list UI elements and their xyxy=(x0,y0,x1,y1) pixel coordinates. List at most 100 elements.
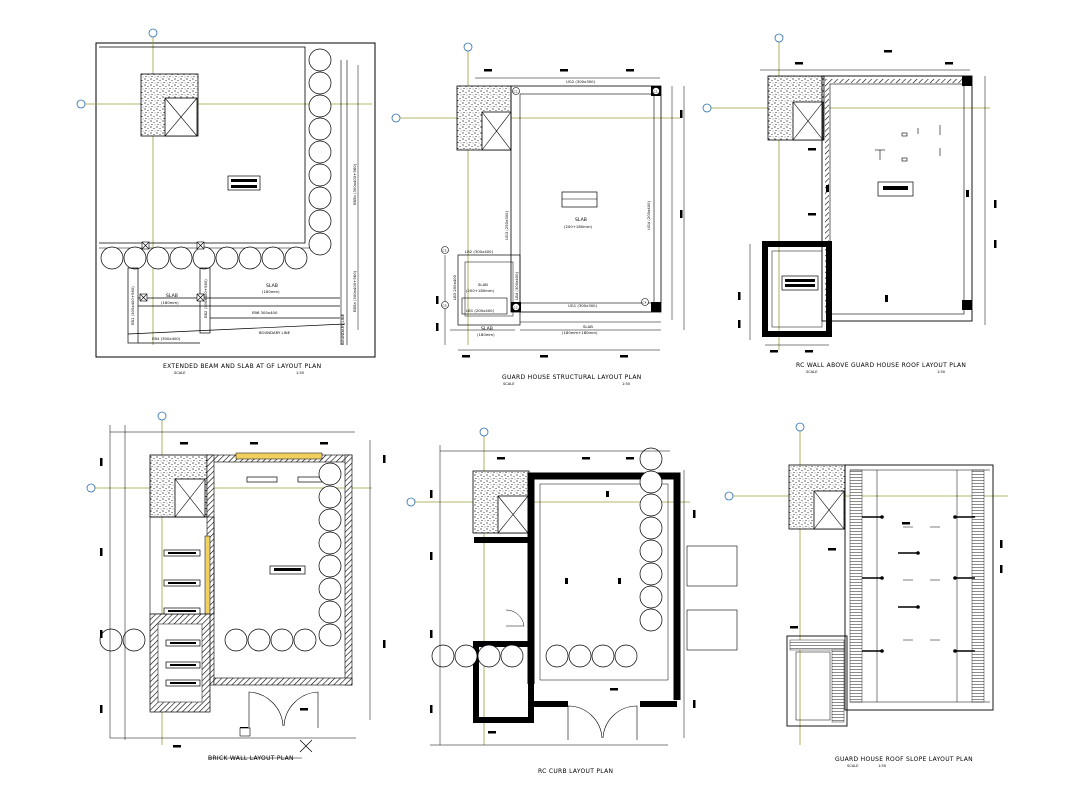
panel-extended-beam-slab: SLAB (180mm) SLAB (180mm) EB6 300x400 EB… xyxy=(76,28,376,375)
lower-frame xyxy=(457,254,521,326)
door-swing-small xyxy=(505,609,525,627)
panel-title: EXTENDED BEAM AND SLAB AT GF LAYOUT PLAN xyxy=(163,363,321,370)
grid-bubble xyxy=(463,42,473,52)
door-swing xyxy=(248,691,284,728)
label-ug4: UG4 (200x400) xyxy=(646,200,651,230)
column-circles-horizontal xyxy=(100,246,308,270)
rc-curb-outline xyxy=(527,472,681,700)
label-c1: C1 xyxy=(514,90,518,94)
label-ug3: UG3 (250x300) xyxy=(504,210,509,240)
beam-eb1 xyxy=(127,267,139,344)
label-ug1: UG1 (300x300) xyxy=(568,303,598,308)
rc-inner-outline xyxy=(539,483,669,681)
dim-ticks xyxy=(430,457,696,734)
label-lb3: LB3 200x400 xyxy=(452,274,457,300)
label-slab-bottom: SLAB xyxy=(481,326,493,332)
lower-beam xyxy=(461,297,508,315)
label-boundary-h: BOUNDARY LINE xyxy=(259,330,291,335)
roof-wall-outer xyxy=(821,75,973,322)
column-c xyxy=(651,302,661,312)
dim-ticks xyxy=(100,442,386,748)
panel-title: RC CURB LAYOUT PLAN xyxy=(538,768,613,775)
dim-ticks xyxy=(436,69,683,358)
lower-frame-inner xyxy=(464,261,514,317)
rc-wall-box-inner xyxy=(771,250,823,328)
opening-cross xyxy=(497,495,529,534)
grid-bubble xyxy=(795,422,805,432)
label-c4: C4 xyxy=(643,301,647,305)
panel-structural-layout: UG2 (300x300) SLAB (200+180mm) UG3 (250x… xyxy=(391,42,685,386)
panel-brick-wall: BRICK WALL LAYOUT PLAN xyxy=(86,411,386,762)
room-tag-fill xyxy=(274,568,301,571)
rc-wall-box xyxy=(762,241,832,337)
label-eb6: EB6 300x400 xyxy=(252,310,278,315)
panel-roof-slope: GUARD HOUSE ROOF SLOPE LAYOUT PLAN SCALE… xyxy=(724,422,1008,768)
scale-value: 1:50 xyxy=(937,370,946,374)
column-marker-circles xyxy=(441,87,660,311)
brick-wall-bottom xyxy=(213,677,353,686)
label-lb4: LB4 (300x400) xyxy=(514,271,519,300)
column-circles-horizontal xyxy=(99,628,317,652)
opening-cross xyxy=(174,478,206,518)
label-ug2: UG2 (300x300) xyxy=(566,79,596,84)
label-slab-top: SLAB xyxy=(266,283,278,289)
roof-lower-inner xyxy=(795,651,831,721)
slab-tag xyxy=(561,191,598,208)
grid-bubble xyxy=(479,427,489,437)
label-lb1: LB1 (200x400) xyxy=(466,308,495,313)
scale-label: SCALE xyxy=(503,382,515,386)
grid-bubble xyxy=(724,491,734,501)
opening-cross xyxy=(792,101,824,141)
step xyxy=(239,727,251,737)
roof-lower-hatch xyxy=(831,649,845,723)
roof-wall-inner xyxy=(829,83,965,315)
label-c5: C5 xyxy=(443,249,447,253)
door-swing xyxy=(567,705,603,740)
grid-bubble xyxy=(391,113,401,123)
panel-title: GUARD HOUSE ROOF SLOPE LAYOUT PLAN xyxy=(835,756,973,763)
column-circles-vertical xyxy=(639,447,663,632)
opening-cross xyxy=(813,490,845,530)
roof-lower-box xyxy=(786,635,848,727)
column-circles-vertical xyxy=(318,462,342,647)
cross-mark xyxy=(299,739,313,753)
grid-bubble xyxy=(86,483,96,493)
room-markings xyxy=(875,125,941,162)
roof-wall-hatch xyxy=(825,79,829,315)
label-slab-small: SLAB xyxy=(478,282,488,287)
scale-label: SCALE xyxy=(174,371,186,375)
label-slab-bottom2: SLAB xyxy=(583,324,593,329)
boundary-line xyxy=(127,323,346,335)
slab-tag-fill xyxy=(231,179,257,182)
grid-bubble xyxy=(774,33,784,43)
label-boundary-v: BOUNDARY LINE xyxy=(340,313,345,345)
drain-dots xyxy=(880,515,957,653)
column-c xyxy=(962,76,972,86)
roof-tag-fill xyxy=(883,186,908,190)
roof-outline xyxy=(844,464,994,711)
label-slab-bottom-dim: (180mm) xyxy=(477,332,495,337)
rc-tag-fill xyxy=(785,279,815,282)
column-c xyxy=(962,300,972,310)
grid-bubble xyxy=(157,411,167,421)
grid-bubble xyxy=(406,497,416,507)
slab-outline xyxy=(99,46,306,244)
label-c2: C2 xyxy=(654,90,658,94)
door-swing xyxy=(283,691,319,728)
brick-wall-right xyxy=(344,454,353,686)
dim-ticks xyxy=(738,50,997,353)
label-slab-center: SLAB xyxy=(575,217,587,223)
panel-rc-curb: RC CURB LAYOUT PLAN xyxy=(406,427,738,775)
window-highlight xyxy=(235,452,323,460)
structural-frame-inner xyxy=(519,93,655,304)
rc-curb-room xyxy=(473,641,534,723)
label-lb2: LB2 (300x400) xyxy=(465,249,494,254)
rc-tag xyxy=(781,275,819,291)
label-eb4: EB4 (300x400) xyxy=(152,336,181,341)
door-swing xyxy=(602,705,638,740)
side-box xyxy=(686,609,738,651)
label-c3: C3 xyxy=(514,306,518,310)
label-slab-left-dim: (180mm) xyxy=(161,300,179,305)
window-highlight xyxy=(204,535,211,617)
label-slab-left: SLAB xyxy=(166,293,178,299)
